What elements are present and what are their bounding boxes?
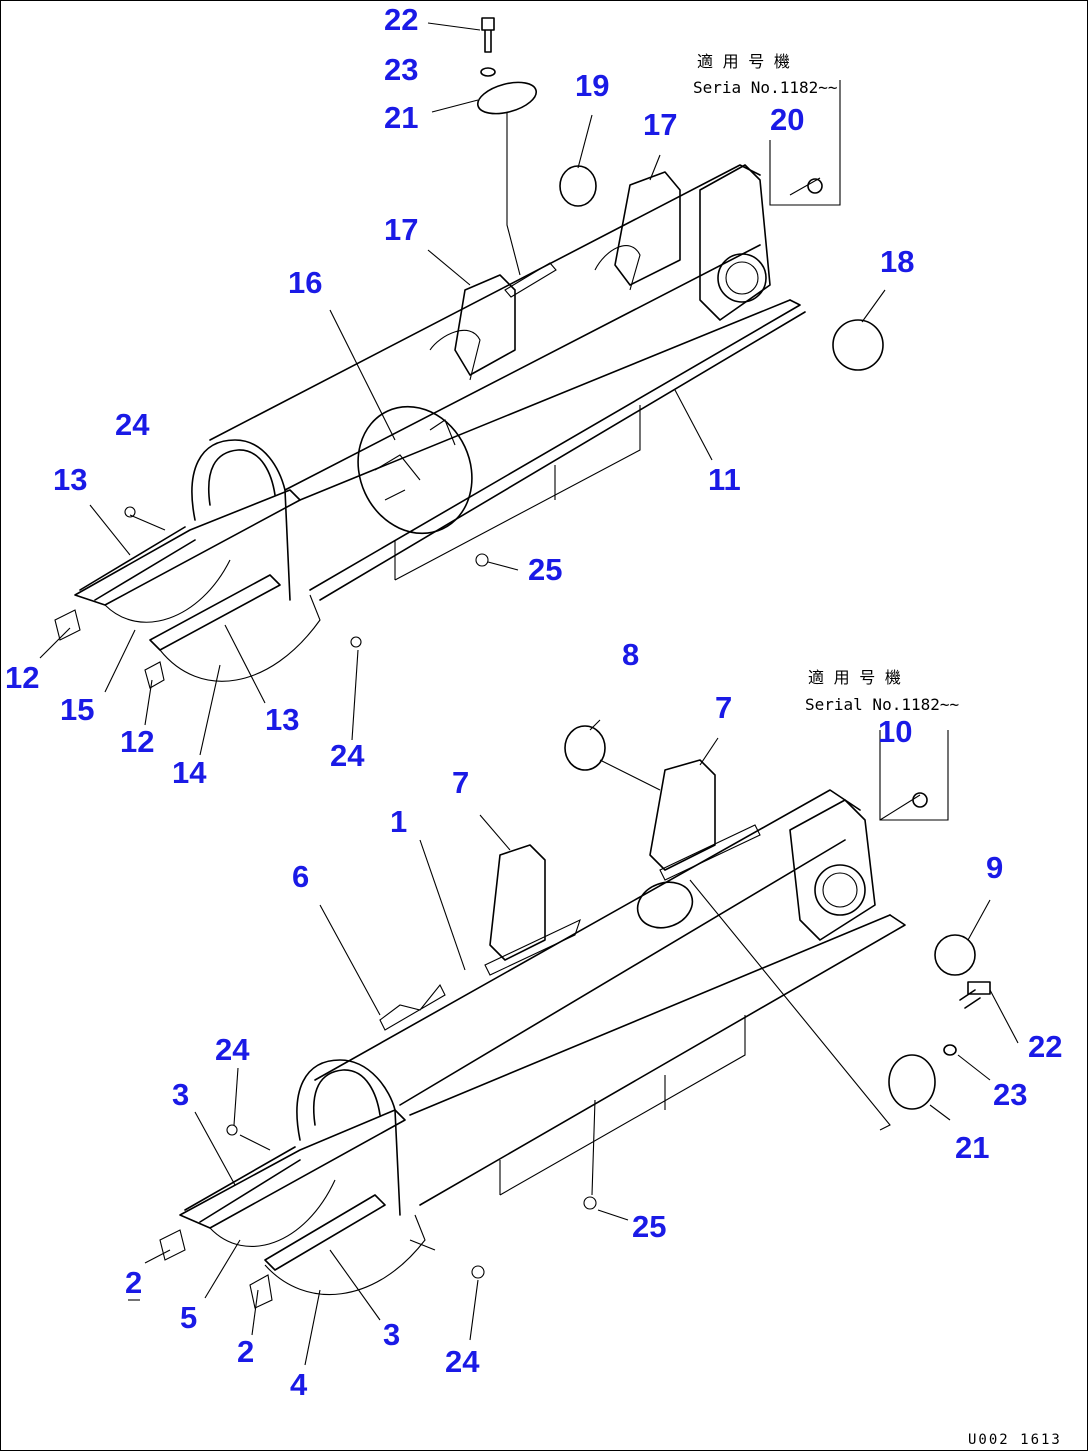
callout-14: 14 <box>172 755 207 790</box>
lower-leader-lines <box>128 719 1019 1366</box>
callout-7: 7 <box>452 765 469 800</box>
callout-24: 24 <box>330 738 365 773</box>
callout-23: 23 <box>384 52 418 87</box>
callout-3: 3 <box>383 1317 400 1352</box>
callout-13: 13 <box>53 462 87 497</box>
lower-loose-parts <box>159 725 991 1309</box>
lower-applicable-note: 適 用 号 機 <box>808 668 901 687</box>
callout-3: 3 <box>172 1077 189 1112</box>
callout-8: 8 <box>622 637 639 672</box>
callout-24: 24 <box>215 1032 250 1067</box>
callout-2: 2 <box>237 1334 254 1369</box>
callout-2: 2 <box>125 1265 142 1300</box>
callout-24: 24 <box>115 407 150 442</box>
callout-24: 24 <box>445 1344 480 1379</box>
callout-21: 21 <box>384 100 418 135</box>
callout-12: 12 <box>120 724 154 759</box>
callout-5: 5 <box>180 1300 197 1335</box>
callout-1: 1 <box>390 804 407 839</box>
upper-applicable-note: 適 用 号 機 <box>697 52 790 71</box>
callout-20: 20 <box>770 102 804 137</box>
callout-11: 11 <box>708 462 741 497</box>
serial-notes: 適 用 号 機 Seria No.1182~~ 適 用 号 機 Serial N… <box>693 52 959 714</box>
drawing-code: U002 1613 <box>968 1432 1062 1448</box>
callout-16: 16 <box>288 265 322 300</box>
callout-21: 21 <box>955 1130 989 1165</box>
callout-7: 7 <box>715 690 732 725</box>
callout-13: 13 <box>265 702 299 737</box>
callout-10: 10 <box>878 714 912 749</box>
lower-serial-note: Serial No.1182~~ <box>805 695 959 714</box>
callout-6: 6 <box>292 859 309 894</box>
callout-15: 15 <box>60 692 94 727</box>
callout-22: 22 <box>384 2 418 37</box>
upper-loose-parts <box>54 17 884 689</box>
callout-9: 9 <box>986 850 1003 885</box>
callout-12: 12 <box>5 660 39 695</box>
upper-leader-lines <box>39 22 886 756</box>
upper-track-frame <box>74 164 806 682</box>
callout-labels: 22 23 21 19 17 20 18 17 16 11 24 13 25 1… <box>5 2 1062 1402</box>
callout-17: 17 <box>384 212 418 247</box>
lower-track-frame <box>179 759 906 1295</box>
callout-23: 23 <box>993 1077 1027 1112</box>
callout-19: 19 <box>575 68 609 103</box>
callout-17: 17 <box>643 107 677 142</box>
callout-25: 25 <box>632 1209 666 1244</box>
upper-serial-note: Seria No.1182~~ <box>693 78 838 97</box>
callout-25: 25 <box>528 552 562 587</box>
callout-4: 4 <box>290 1367 308 1402</box>
callout-18: 18 <box>880 244 914 279</box>
callout-22: 22 <box>1028 1029 1062 1064</box>
